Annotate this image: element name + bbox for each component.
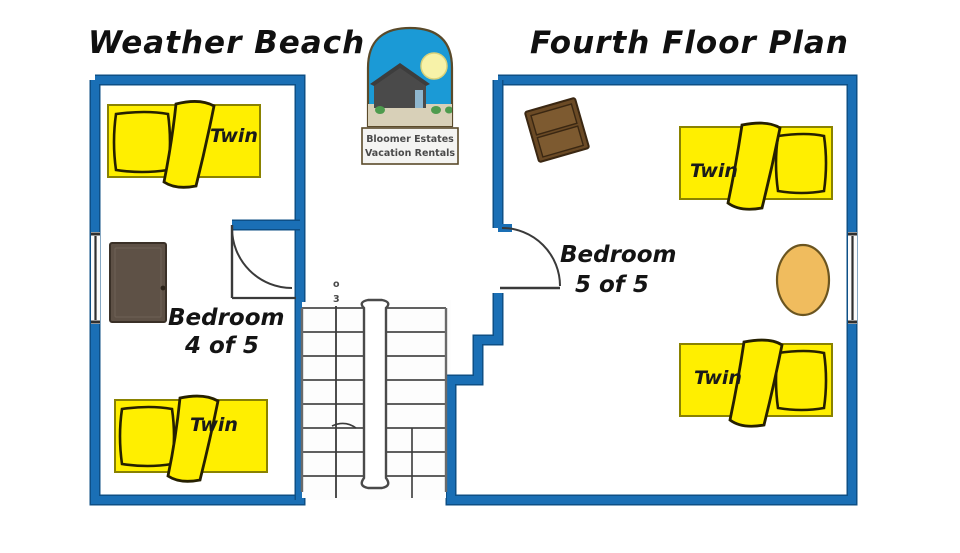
stair-arrow-mark <box>331 422 357 429</box>
bed-right-bottom: Twin <box>679 338 833 428</box>
closet-door-left <box>109 242 167 323</box>
closet-door-left-knob <box>160 285 166 291</box>
logo-bush-3 <box>445 106 452 114</box>
bed-right-top: Twin <box>679 121 833 211</box>
dresser-drawer-bottom <box>536 125 585 158</box>
dresser-drawer-top <box>530 103 578 136</box>
bed-right-top-pillow <box>774 132 828 195</box>
bed-right-bottom-pillow <box>774 349 828 412</box>
logo-bush-2 <box>431 106 441 114</box>
door-left-arc <box>231 227 293 289</box>
bed-right-bottom-blanket <box>728 338 784 428</box>
bed-left-top-pillow <box>112 110 172 174</box>
bed-left-top-blanket <box>162 100 216 189</box>
walls-layer <box>89 74 858 506</box>
door-left-swing <box>230 225 296 300</box>
title-left: Weather Beach <box>88 25 365 61</box>
dresser-top-right <box>524 97 590 163</box>
bloomer-estates-logo: Bloomer Estates Vacation Rentals <box>361 26 459 165</box>
logo-sun <box>420 52 448 80</box>
bed-left-bottom-label: Twin <box>190 414 238 436</box>
logo-ground <box>368 104 452 126</box>
stair-mark-1: o <box>333 279 340 290</box>
stair-stringers <box>300 308 448 492</box>
logo-bush-1 <box>375 106 385 114</box>
logo-house-window <box>415 90 423 108</box>
bed-left-bottom-blanket <box>166 394 220 483</box>
logo-nameplate <box>361 127 459 165</box>
room-labels-layer: Bedroom 4 of 5 Bedroom 5 of 5 <box>168 242 677 359</box>
door-right-arc <box>501 227 561 287</box>
bedroom-5-label-line2: 5 of 5 <box>575 272 649 298</box>
stair-handrail <box>360 298 390 490</box>
window-right-side-jambs <box>848 232 857 324</box>
bed-right-top-label: Twin <box>690 160 738 182</box>
closet-door-left-inset <box>114 247 162 318</box>
bed-left-bottom: Twin <box>114 394 268 483</box>
wall-right-block <box>447 76 856 504</box>
bed-left-top: Twin <box>107 100 261 189</box>
title-right: Fourth Floor Plan <box>530 25 849 61</box>
bed-left-bottom-pillow <box>118 405 176 468</box>
furniture-layer <box>109 97 831 323</box>
bed-right-bottom-label: Twin <box>694 367 742 389</box>
staircase: o 3 <box>300 279 448 498</box>
door-right-swing <box>500 227 561 290</box>
stair-mark-2: 3 <box>333 294 340 305</box>
window-left-upper-jambs <box>91 232 100 324</box>
windows-layer <box>91 232 857 324</box>
logo-house-roof <box>370 63 430 86</box>
logo-line-2: Vacation Rentals <box>365 148 455 159</box>
oval-rug-right <box>775 243 831 317</box>
logo-line-1: Bloomer Estates <box>366 134 454 145</box>
bedroom-5-label-line1: Bedroom <box>560 242 677 268</box>
bed-left-top-label: Twin <box>210 125 258 147</box>
bed-right-top-blanket <box>726 121 782 211</box>
doors-layer <box>230 225 561 300</box>
bedroom-4-label-line1: Bedroom <box>168 305 285 331</box>
bedroom-4-label-line2: 4 of 5 <box>184 333 259 359</box>
